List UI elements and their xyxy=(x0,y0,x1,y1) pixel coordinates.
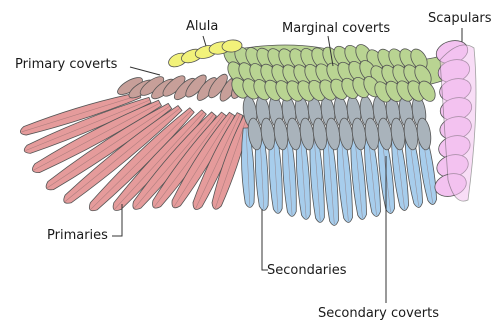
secondaries-label: Secondaries xyxy=(267,263,347,279)
marginal-coverts-label: Marginal coverts xyxy=(282,21,390,37)
secondary-coverts-label: Secondary coverts xyxy=(318,306,439,322)
alula-leader xyxy=(203,36,206,46)
secondaries-leader xyxy=(262,209,268,270)
alula-label: Alula xyxy=(186,19,218,35)
primaries-label: Primaries xyxy=(47,228,108,244)
secondary-covert-feather xyxy=(415,117,432,150)
primary-coverts-leader xyxy=(130,67,160,75)
scapulars-label: Scapulars xyxy=(428,11,492,27)
primary-coverts-label: Primary coverts xyxy=(15,57,117,73)
